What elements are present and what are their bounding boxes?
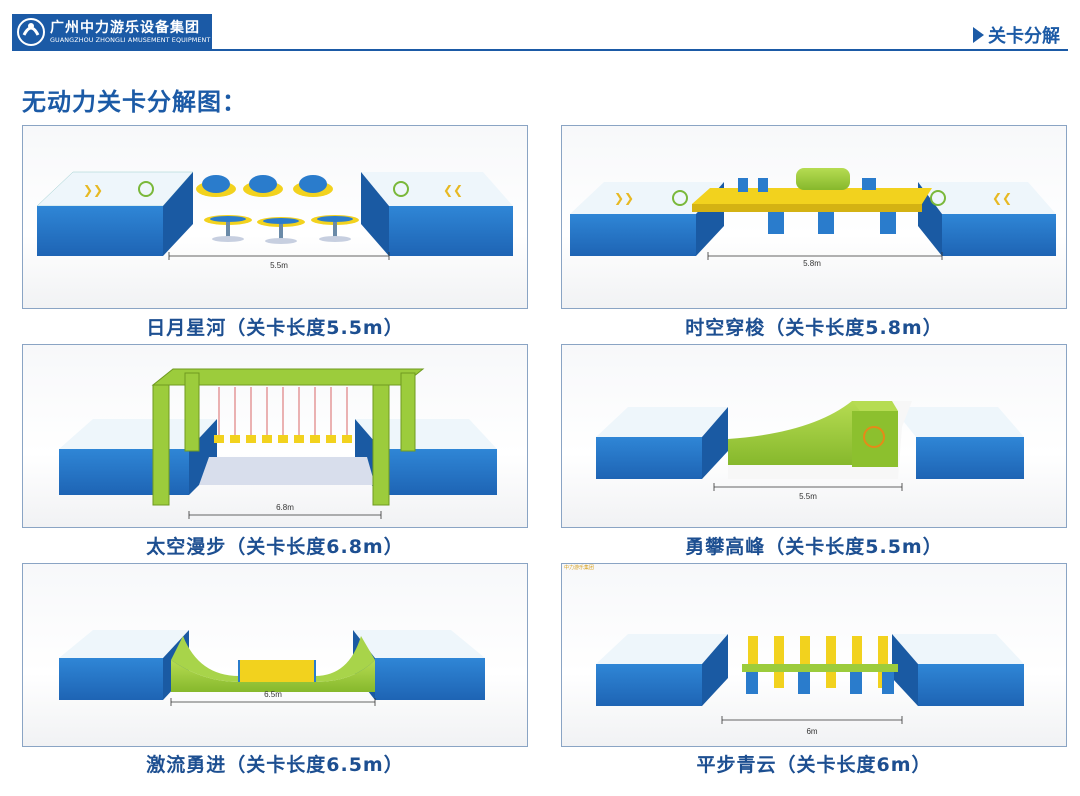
brand-mark: 中力游乐集团 bbox=[564, 565, 595, 571]
svg-text:❮❮: ❮❮ bbox=[992, 191, 1012, 205]
logo-icon bbox=[17, 18, 45, 46]
page-title: 无动力关卡分解图： bbox=[22, 88, 247, 116]
section-tag: 关卡分解 bbox=[973, 22, 1060, 48]
obstacle-image-4: 5.5m bbox=[561, 344, 1067, 528]
panel-caption-5: 激流勇进（关卡长度6.5m） bbox=[146, 754, 404, 776]
section-label: 关卡分解 bbox=[988, 26, 1060, 47]
company-logo: 广州中力游乐设备集团 GUANGZHOU ZHONGLI AMUSEMENT E… bbox=[12, 14, 236, 50]
obstacle-image-2: ❯❯ ❮❮ 5.8m bbox=[561, 125, 1067, 309]
svg-text:❮❮: ❮❮ bbox=[443, 183, 463, 197]
length-label: 6.8m bbox=[276, 503, 294, 512]
obstacle-image-5: 6.5m bbox=[22, 563, 528, 747]
length-label: 6m bbox=[806, 727, 817, 736]
svg-text:❯❯: ❯❯ bbox=[614, 191, 634, 205]
panel-caption-3: 太空漫步（关卡长度6.8m） bbox=[146, 536, 404, 558]
company-name: 广州中力游乐设备集团 bbox=[50, 20, 200, 36]
length-label: 5.5m bbox=[270, 261, 288, 270]
panel-caption-2: 时空穿梭（关卡长度5.8m） bbox=[685, 317, 943, 339]
header-divider bbox=[12, 49, 1068, 51]
length-label: 6.5m bbox=[264, 690, 282, 699]
panel-caption-6: 平步青云（关卡长度6m） bbox=[696, 754, 932, 776]
length-label: 5.8m bbox=[803, 259, 821, 268]
obstacle-image-6: 中力游乐集团 6m bbox=[561, 563, 1067, 747]
length-label: 5.5m bbox=[799, 492, 817, 501]
obstacle-image-1: ❯❯ ❮❮ bbox=[22, 125, 528, 309]
svg-text:❯❯: ❯❯ bbox=[83, 183, 103, 197]
company-sub-name: GUANGZHOU ZHONGLI AMUSEMENT EQUIPMENT GR… bbox=[50, 36, 237, 44]
panel-caption-1: 日月星河（关卡长度5.5m） bbox=[146, 317, 404, 339]
panel-caption-4: 勇攀高峰（关卡长度5.5m） bbox=[685, 536, 943, 558]
play-arrow-icon bbox=[973, 27, 984, 43]
page-header: 广州中力游乐设备集团 GUANGZHOU ZHONGLI AMUSEMENT E… bbox=[0, 0, 1080, 60]
obstacle-image-3: 6.8m bbox=[22, 344, 528, 528]
